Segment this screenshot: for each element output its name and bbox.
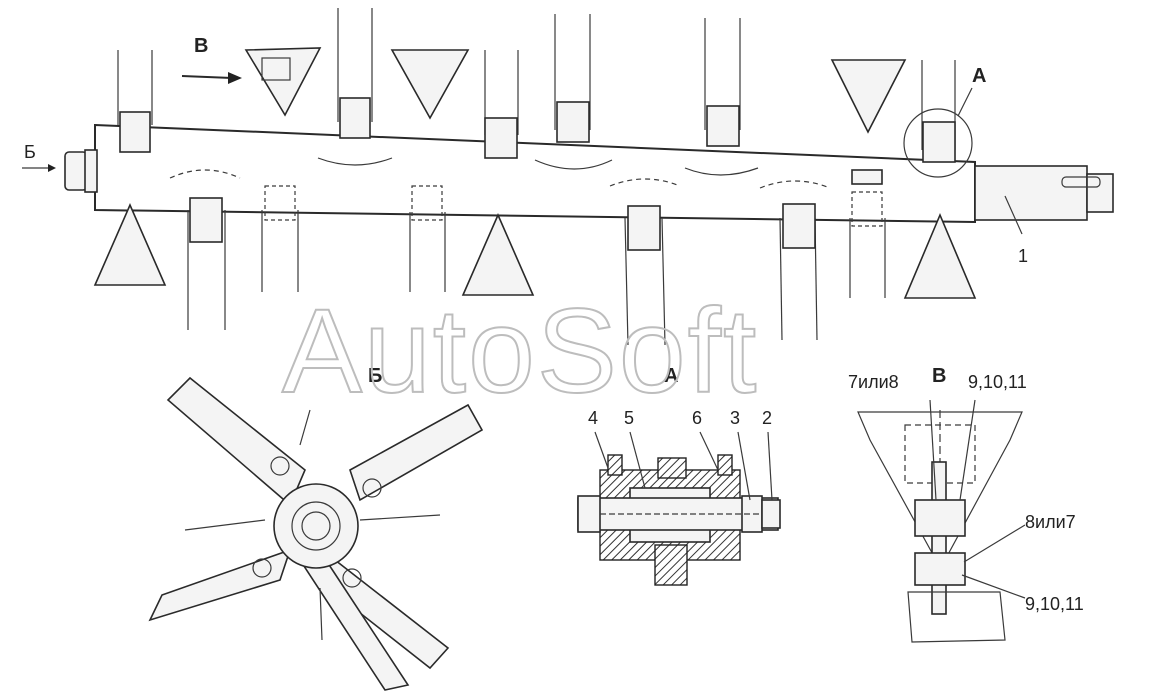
main-shaft-assembly: [22, 8, 1114, 346]
detail-a-label-3: 3: [730, 408, 740, 428]
detail-v-label-top-left: 7или8: [848, 372, 899, 392]
upper-blades: [244, 47, 907, 134]
detail-a-title: А: [664, 365, 678, 387]
detail-v-title: В: [932, 365, 946, 387]
callout-label-a: А: [972, 65, 986, 87]
lower-tines: [187, 210, 886, 346]
watermark-text: AutoSoft: [282, 284, 758, 418]
leader-1: [1004, 195, 1023, 235]
detail-v-label-bottom-right: 9,10,11: [1025, 594, 1084, 614]
detail-a-label-6: 6: [692, 408, 702, 428]
detail-v-label-top-right: 9,10,11: [968, 372, 1027, 392]
detail-v-label-mid-right: 8или7: [1025, 512, 1076, 532]
detail-b-rotor: [148, 376, 484, 691]
detail-a-label-4: 4: [588, 408, 598, 428]
swing-arcs: [169, 157, 831, 189]
detail-b-title: Б: [368, 365, 382, 387]
right-shaft-end: [974, 165, 1088, 221]
view-label-b-small: Б: [24, 142, 36, 162]
lower-blades: [93, 203, 977, 299]
detail-v-plate: [931, 461, 947, 615]
detail-v-view: [857, 399, 1026, 643]
callout-circle-a: [903, 108, 973, 178]
part-label-1: 1: [1018, 246, 1028, 266]
detail-a-section: [577, 431, 781, 586]
tine-clamps: [119, 97, 956, 251]
detail-a-label-5: 5: [624, 408, 634, 428]
rotor-hub: [273, 483, 359, 569]
left-end-cap: [64, 151, 88, 191]
arrow-b: [181, 75, 233, 79]
view-label-b: В: [194, 35, 208, 57]
upper-tines: [117, 8, 956, 150]
detail-a-label-2: 2: [762, 408, 772, 428]
